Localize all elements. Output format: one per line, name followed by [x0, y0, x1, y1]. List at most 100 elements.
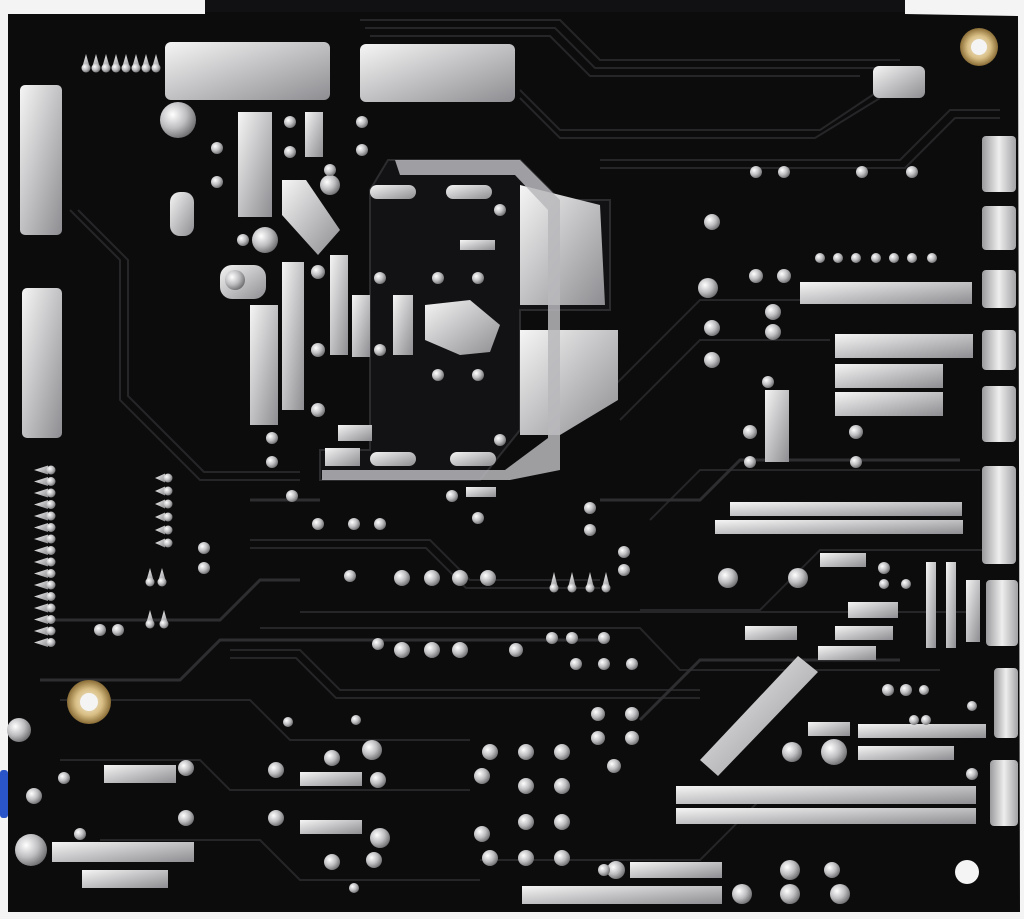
pad-relay-5: [745, 626, 797, 640]
solder-pad: [480, 570, 496, 586]
solder-pad: [446, 490, 458, 502]
solder-pad: [112, 624, 124, 636]
pad-relay-3: [835, 626, 893, 640]
solder-pad: [570, 658, 582, 670]
pin-base: [163, 525, 173, 535]
solder-pad: [518, 778, 534, 794]
pin-base: [101, 63, 111, 73]
pad-vertical-f: [393, 295, 413, 355]
solder-pad: [284, 146, 296, 158]
pad-bottom-center-2: [522, 886, 722, 904]
pin-base: [159, 619, 169, 629]
solder-pad: [821, 739, 847, 765]
pad-right-v3: [966, 580, 980, 642]
solder-pad: [494, 204, 506, 216]
pad-bottom-long-1: [676, 786, 976, 804]
pin-base: [163, 538, 173, 548]
solder-pad: [765, 304, 781, 320]
solder-pad: [509, 643, 523, 657]
pad-left-bottom-1: [104, 765, 176, 783]
right-edge-connectors: [982, 136, 1018, 826]
solder-pad: [625, 707, 639, 721]
solder-bars: [20, 42, 986, 904]
solder-pad: [312, 518, 324, 530]
solder-pad: [919, 685, 929, 695]
solder-pad: [472, 272, 484, 284]
solder-pad: [198, 562, 210, 574]
solder-pad: [906, 166, 918, 178]
solder-pad: [909, 715, 919, 725]
solder-pad: [374, 518, 386, 530]
solder-pad: [351, 715, 361, 725]
chip-frame: [322, 160, 560, 480]
pin-base: [46, 603, 56, 613]
pad-vertical-d: [330, 255, 348, 355]
solder-pad: [554, 814, 570, 830]
pin-base: [163, 499, 173, 509]
solder-pad: [744, 456, 756, 468]
solder-pad: [830, 884, 850, 904]
pad-small-center-4: [466, 487, 496, 497]
solder-pad: [749, 269, 763, 283]
solder-pad: [472, 369, 484, 381]
mounting-holes: [7, 28, 998, 884]
pad-right-v2: [946, 562, 956, 648]
solder-pad: [778, 166, 790, 178]
solder-pad: [849, 425, 863, 439]
connector-left-upper: [20, 85, 62, 235]
pad-vertical-a: [238, 112, 272, 217]
solder-pad: [356, 116, 368, 128]
connector-top-left: [165, 42, 330, 100]
solder-pad: [554, 778, 570, 794]
diagonal-pads: [282, 180, 818, 776]
solder-pad: [598, 864, 610, 876]
pad-right-long: [800, 282, 972, 304]
pin-spike: [155, 486, 165, 496]
pad-vertical-g: [305, 112, 323, 157]
solder-pad: [394, 642, 410, 658]
pin-base: [111, 63, 121, 73]
pin-spike: [34, 603, 48, 613]
pin-base: [163, 512, 173, 522]
solder-pad: [370, 772, 386, 788]
solder-pad: [474, 826, 490, 842]
pin-spike: [34, 465, 48, 475]
solder-pad: [366, 852, 382, 868]
pin-spike: [34, 546, 48, 555]
solder-pad: [698, 278, 718, 298]
pad-bottom-right-2: [858, 746, 954, 760]
solder-pad: [324, 854, 340, 870]
center-heatsink-pad-top: [520, 185, 605, 305]
solder-pad: [211, 176, 223, 188]
solder-pad: [74, 828, 86, 840]
connector-top-center: [360, 44, 515, 102]
solder-pad: [356, 144, 368, 156]
pin-base: [151, 63, 161, 73]
solder-pad: [782, 742, 802, 762]
pad-bottom-right-3: [808, 722, 850, 736]
pin-base: [131, 63, 141, 73]
solder-pad: [178, 810, 194, 826]
solder-pad: [900, 684, 912, 696]
solder-pad: [362, 740, 382, 760]
solder-pad: [266, 456, 278, 468]
solder-pad: [780, 860, 800, 880]
solder-pad: [889, 253, 899, 263]
solder-pad: [554, 850, 570, 866]
pin-spike: [34, 488, 48, 498]
solder-pad: [833, 253, 843, 263]
pad-small-center-3: [460, 240, 495, 250]
solder-pad: [750, 166, 762, 178]
pad-left-bottom-3: [82, 870, 168, 888]
pin-base: [81, 63, 91, 73]
mount-hole-bottom-right: [955, 860, 979, 884]
pin-spike: [34, 580, 48, 590]
solder-pad: [474, 768, 490, 784]
solder-pad: [283, 717, 293, 727]
solder-pad: [591, 731, 605, 745]
solder-pad: [394, 570, 410, 586]
pad-left-bottom-2: [52, 842, 194, 862]
pin-base: [549, 583, 559, 593]
pin-base: [46, 500, 56, 509]
